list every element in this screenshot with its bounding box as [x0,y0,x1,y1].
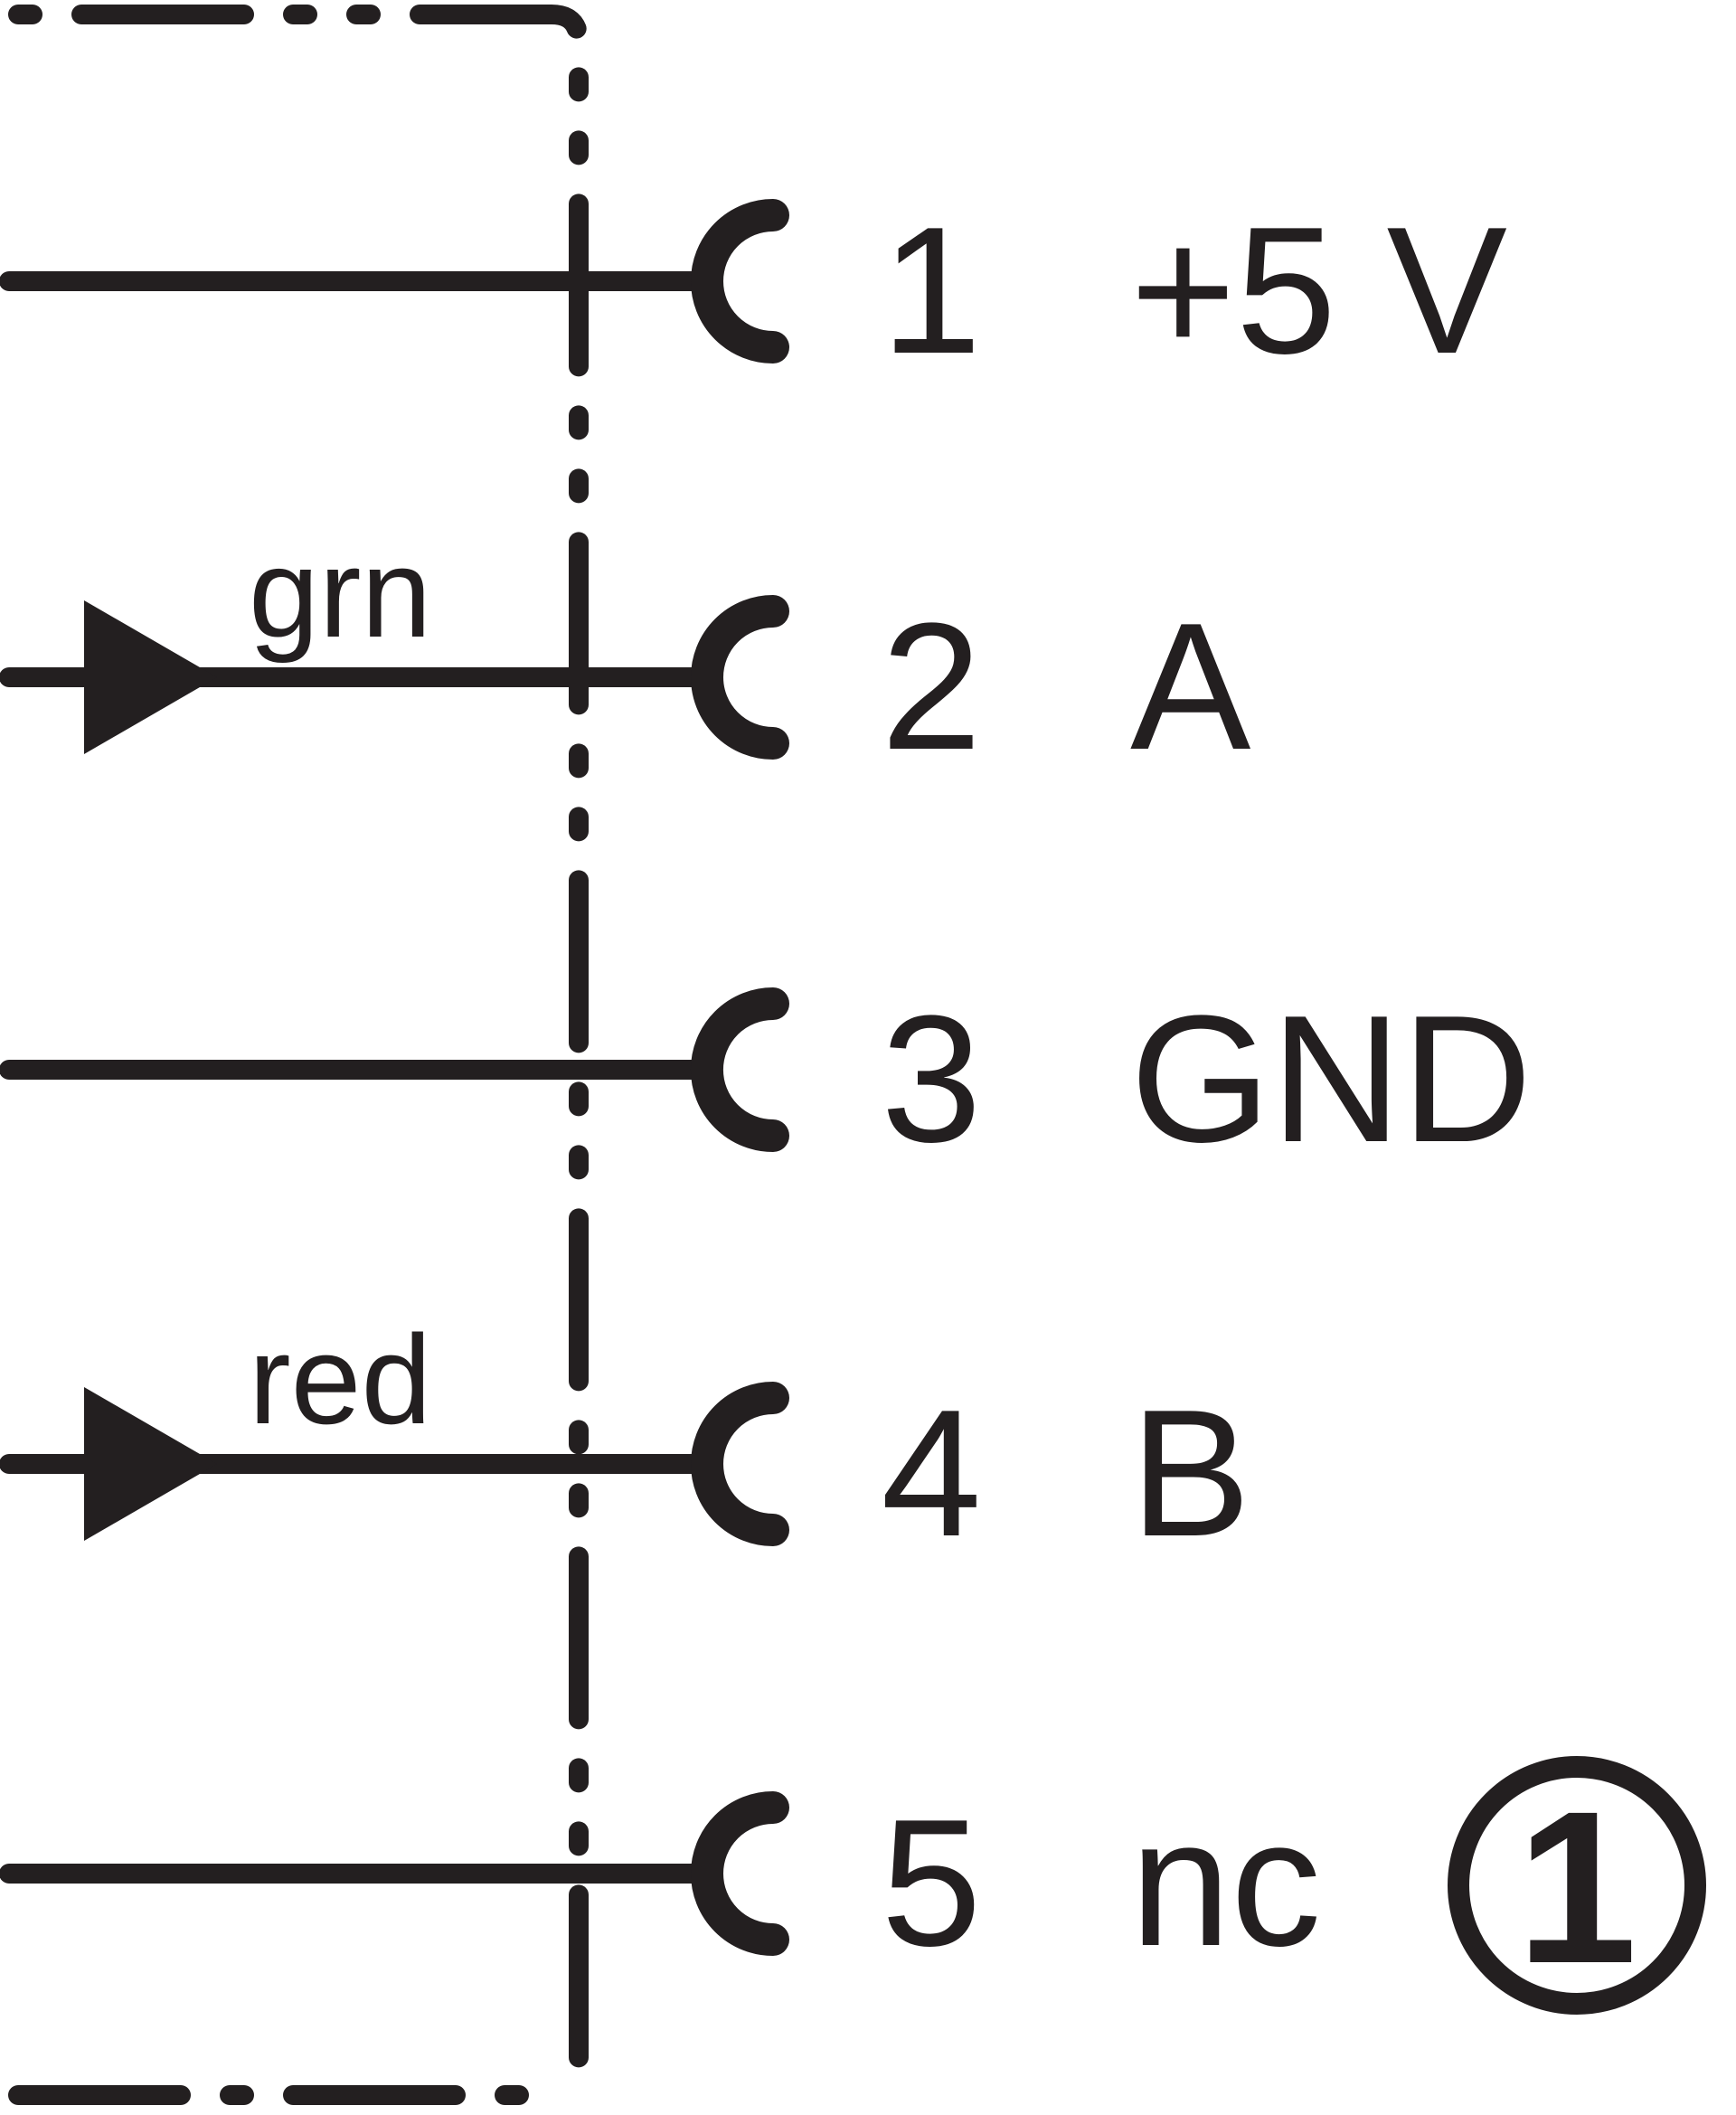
pin-row-5: 5 nc [0,1782,1321,1984]
socket-contact-icon [691,1791,789,1956]
badge-ring-icon [1448,1756,1706,2015]
pin-number: 1 [881,190,981,392]
pin-signal: B [1130,1373,1250,1574]
socket-contact-icon [691,595,789,760]
pin-number: 3 [881,978,981,1180]
wire-arrow-icon [84,1387,217,1541]
pin-signal: +5 V [1130,190,1507,392]
badge: 1 [1448,1756,1706,2015]
wire-color-label: grn [249,522,431,664]
badge-number: 1 [1516,1766,1637,2008]
shield-outline [8,5,589,2105]
pin-signal: A [1130,586,1251,788]
pin-row-3: 3 GND [0,978,1532,1180]
pin-row-1: 1 +5 V [0,190,1507,392]
pin-number: 2 [881,586,981,788]
pin-number: 4 [881,1373,981,1574]
pin-number: 5 [881,1782,981,1984]
shield-top-edge [8,5,589,2076]
socket-contact-icon [691,199,789,364]
pin-signal: GND [1130,978,1532,1180]
wire-color-label: red [249,1308,431,1450]
pin-signal: nc [1130,1782,1321,1984]
socket-contact-icon [691,987,789,1152]
socket-contact-icon [691,1382,789,1546]
wire-arrow-icon [84,600,217,754]
